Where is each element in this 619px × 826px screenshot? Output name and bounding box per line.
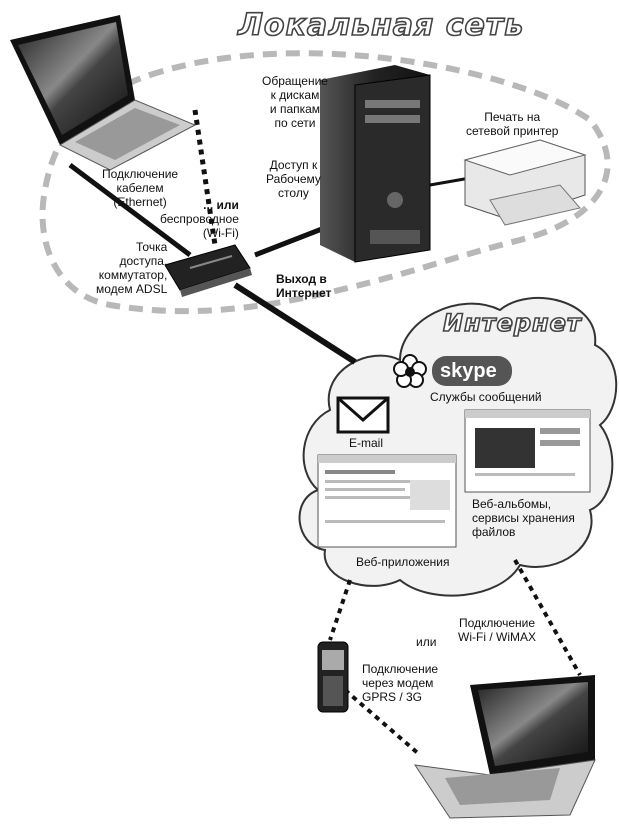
- wifi-link: [192, 109, 218, 246]
- wifi-wimax-link: [513, 559, 582, 676]
- gprs-link: [328, 579, 352, 641]
- skype-logo: [432, 356, 512, 386]
- email-envelope-icon: [336, 396, 390, 434]
- lan-title: Локальная сеть: [237, 7, 525, 44]
- web-apps-screenshot: [317, 454, 457, 548]
- laptop-icon: [10, 15, 197, 171]
- skype-flower-icon: [393, 354, 427, 388]
- web-apps-label: Веб-приложения: [356, 555, 450, 569]
- or-label: или: [416, 635, 437, 649]
- desktop-tower-icon: [320, 65, 431, 263]
- printer-icon: [463, 139, 587, 226]
- email-label: E-mail: [349, 436, 384, 450]
- router-icon: [164, 244, 252, 297]
- skype-logo-text: skype: [440, 360, 497, 382]
- messaging-label: Службы сообщений: [430, 390, 542, 404]
- laptop-bottom-icon: [413, 675, 596, 819]
- pc-printer-cable: [429, 176, 471, 187]
- mobile-phone-icon: [317, 641, 349, 713]
- web-albums-screenshot: [464, 409, 591, 493]
- internet-title: Интернет: [442, 308, 582, 338]
- gprs-link-2: [343, 688, 422, 757]
- ethernet-cable: [68, 163, 192, 257]
- internet-uplink: [233, 282, 357, 365]
